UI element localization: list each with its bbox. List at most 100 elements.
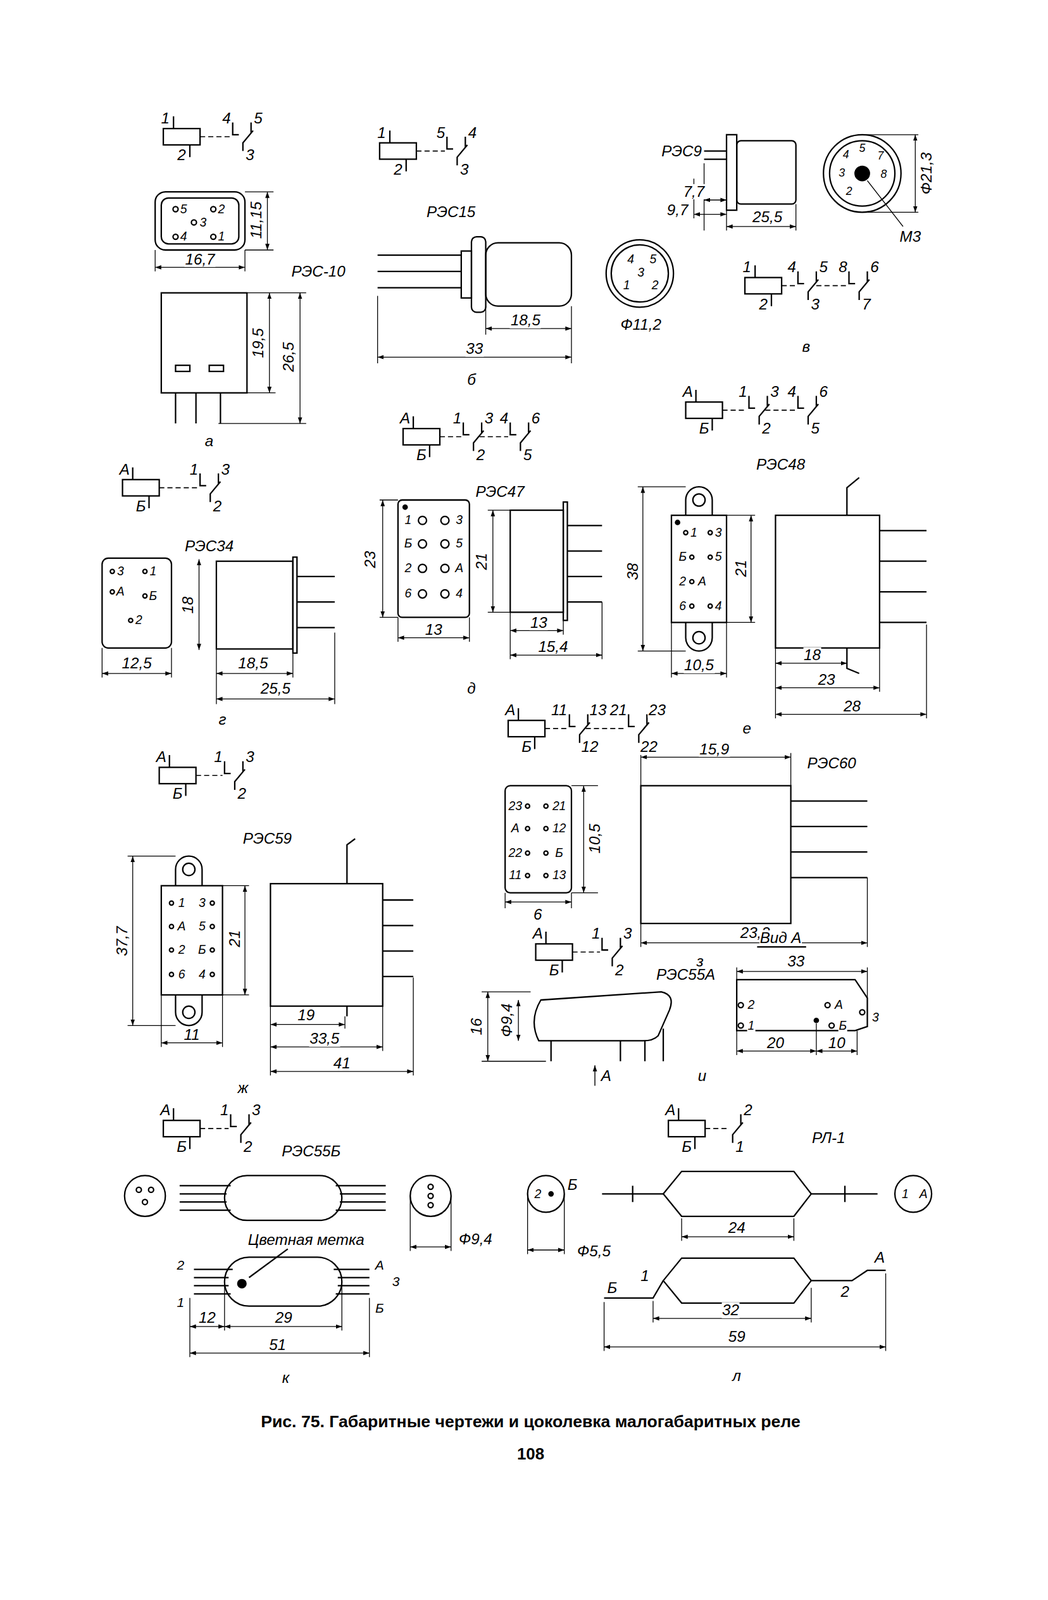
drawing-label: 11,15 — [248, 201, 264, 240]
drawing-label: 3 — [199, 216, 208, 229]
drawing-label: 1 — [219, 1102, 230, 1118]
drawing-label: 2 — [176, 1258, 186, 1273]
drawing-label: 12 — [580, 739, 600, 755]
drawing-label: А — [873, 1249, 886, 1265]
dimension-arrows — [101, 134, 927, 1354]
drawing-label: 1 — [189, 461, 199, 478]
drawing-label: ж — [236, 1080, 249, 1096]
drawing-label: Б — [838, 1019, 849, 1032]
drawing-label: 4 — [467, 125, 478, 141]
drawing-label: 18 — [803, 647, 822, 663]
drawing-label: А — [374, 1258, 385, 1273]
drawing-label: 15,4 — [537, 639, 569, 655]
drawing-label: 2 — [134, 614, 144, 627]
drawing-label: а — [204, 432, 214, 449]
drawing-label: 21 — [609, 702, 628, 718]
drawing-label: 2 — [651, 279, 660, 292]
drawing-label: РЭС55А — [655, 966, 716, 983]
drawing-label: 1 — [639, 1267, 650, 1283]
drawing-label: Цветная метка — [247, 1232, 366, 1248]
drawing-label: 19,5 — [250, 327, 266, 359]
drawing-label: 21 — [227, 929, 243, 949]
drawing-label: 8 — [837, 259, 848, 275]
drawing-label: А — [834, 999, 844, 1012]
drawing-label: Ф9,4 — [458, 1230, 493, 1247]
drawing-label: 23 — [648, 702, 667, 718]
drawing-label: А — [115, 586, 126, 599]
drawing-label: 2 — [742, 1102, 753, 1118]
drawing-label: 2 — [475, 447, 486, 463]
drawing-label: е — [742, 720, 752, 737]
drawing-label: А — [682, 384, 694, 400]
drawing-label: 5 — [522, 447, 533, 463]
drawing-label: РЭС59 — [242, 830, 293, 847]
drawing-label: 22 — [639, 739, 659, 755]
drawing-label: 2 — [761, 420, 771, 437]
drawing-label: 25,5 — [260, 680, 292, 697]
drawing-label: 2 — [839, 1284, 850, 1300]
drawing-label: 11 — [550, 702, 568, 718]
drawing-label: Б — [148, 589, 159, 602]
drawing-label: 5 — [858, 143, 867, 156]
drawing-label: 1 — [217, 230, 226, 243]
drawing-label: А — [697, 575, 707, 588]
drawing-label: 5 — [455, 537, 464, 550]
drawing-label: 23 — [817, 672, 836, 688]
drawing-label: А — [600, 1067, 612, 1083]
drawing-label: 4 — [455, 587, 464, 600]
drawing-label: 20 — [766, 1035, 785, 1051]
drawing-label: 15,9 — [698, 741, 730, 757]
drawing-label: 3 — [622, 925, 633, 942]
drawing-label: 4 — [626, 253, 635, 266]
drawing-label: 26,5 — [280, 341, 297, 373]
drawing-label: 2 — [533, 1187, 542, 1200]
drawing-label: 3 — [714, 526, 723, 539]
drawing-label: 2 — [217, 203, 226, 216]
drawing-label: А — [399, 410, 411, 426]
drawing-label: Б — [403, 537, 414, 550]
drawing-label: 12 — [551, 822, 568, 835]
drawing-label: РЭС34 — [184, 538, 235, 554]
drawing-label: 6 — [532, 906, 543, 923]
drawing-label: 24 — [727, 1220, 747, 1236]
drawing-label: Б — [677, 551, 688, 564]
drawing-label: 3 — [391, 1275, 401, 1289]
drawing-label: Б — [175, 1139, 188, 1155]
drawing-label: 1 — [148, 565, 157, 578]
drawing-label: Б — [680, 1139, 693, 1155]
drawing-label: 7,7 — [682, 184, 706, 200]
drawing-label: 33 — [786, 953, 805, 969]
drawing-label: РЭС15 — [425, 204, 476, 220]
drawing-label: Б — [548, 962, 561, 978]
drawing-label: 3 — [636, 266, 645, 279]
drawing-label: А — [510, 822, 521, 835]
drawing-label: Б — [197, 944, 207, 957]
drawing-label: 41 — [332, 1055, 352, 1071]
drawing-label: 5 — [198, 920, 207, 933]
drawing-label: 3 — [769, 384, 780, 400]
drawing-label: 21 — [474, 551, 490, 571]
drawing-label: 4 — [221, 110, 231, 126]
drawing-label: д — [466, 680, 476, 697]
drawing-label: Б — [135, 498, 147, 514]
drawing-label: 4 — [198, 968, 207, 981]
drawing-label: 1 — [734, 1139, 745, 1155]
drawing-label: 32 — [721, 1302, 740, 1318]
drawing-label: 28 — [842, 698, 862, 714]
drawing-label: 38 — [625, 562, 641, 581]
drawing-label: А — [118, 461, 131, 478]
drawing-label: 1 — [176, 1295, 186, 1309]
drawing-label: А — [918, 1187, 929, 1200]
drawing-label: Ф21,3 — [918, 151, 935, 195]
drawing-label: 6 — [530, 410, 541, 426]
drawing-label: в — [801, 339, 812, 355]
drawing-label: 1 — [177, 896, 187, 909]
drawing-label: 23 — [508, 799, 524, 812]
drawing-label: 5 — [253, 110, 263, 126]
drawing-label: 6 — [678, 599, 687, 612]
drawing-label: РЭС55Б — [280, 1143, 342, 1159]
drawing-label: Б — [172, 786, 184, 802]
drawing-label: 4 — [787, 384, 797, 400]
drawing-label: 5 — [436, 125, 446, 141]
